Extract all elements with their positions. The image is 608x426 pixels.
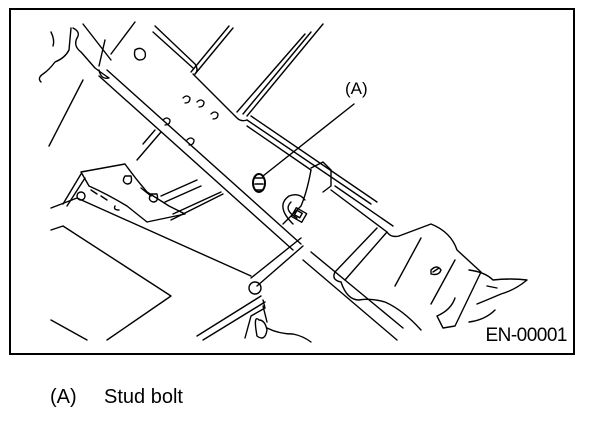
legend-key: (A)	[50, 386, 77, 408]
clamp-tab	[310, 161, 332, 193]
frame-rail-a	[246, 119, 372, 205]
subframe-hole	[76, 191, 86, 201]
frame-rail-c	[246, 125, 312, 171]
lower-panel	[50, 225, 172, 341]
subframe-slots	[160, 179, 224, 221]
crossmember-upper-b	[152, 31, 194, 69]
bracket-hole-right	[430, 266, 442, 276]
figure-id-label: EN-00001	[485, 325, 567, 346]
subframe-plate	[80, 163, 186, 223]
bracket-body-a	[330, 189, 400, 238]
bracket-edge-c	[110, 21, 136, 55]
bracket-edge-b	[98, 39, 106, 67]
lower-panel-line	[50, 319, 88, 341]
engine-mount-illustration	[38, 21, 528, 343]
bracket-body-b	[334, 185, 394, 227]
subframe-marks	[90, 175, 159, 211]
bracket-base-curve	[340, 281, 422, 331]
bracket-plate	[398, 223, 482, 329]
callout-label-a: (A)	[345, 79, 368, 98]
bracket-plate-inner	[394, 237, 456, 305]
long-member-b	[242, 31, 312, 115]
crossmember-lower-edge	[192, 73, 248, 122]
crossmember-upper-c	[190, 25, 230, 73]
bracket-base	[302, 251, 404, 341]
bracket-arm-top-left	[72, 27, 110, 80]
bracket-body-c	[333, 227, 378, 283]
crossmember-upper-d	[194, 27, 234, 75]
lower-knob	[254, 318, 268, 339]
legend-label: Stud bolt	[104, 386, 183, 408]
lower-handle	[244, 299, 268, 339]
callout-leader-a	[262, 103, 355, 177]
illustration-frame: (A) EN-00001	[9, 8, 575, 355]
hand-outline-top-left	[38, 27, 72, 83]
clamp-slot-inner	[293, 209, 303, 219]
clamp-strap	[282, 169, 312, 225]
left-curve-line	[48, 79, 84, 147]
lower-rod	[250, 237, 304, 287]
lower-hand	[266, 327, 312, 343]
lower-bar	[196, 295, 266, 341]
bracket-edge-a	[82, 23, 112, 61]
mount-hole-top	[133, 47, 147, 61]
frame-rail-b	[250, 115, 378, 203]
clamp-loop	[282, 193, 306, 225]
hand-outline-right	[468, 269, 528, 323]
clamp-slot	[290, 206, 308, 224]
bracket-body-d	[344, 231, 388, 281]
mount-holes	[162, 95, 219, 146]
rod-joint	[248, 281, 262, 295]
long-member-a	[236, 33, 306, 113]
long-member-c	[246, 23, 324, 117]
long-rod-lower	[98, 75, 294, 251]
subframe-upper	[136, 129, 162, 161]
subframe-edge-left	[62, 173, 86, 207]
long-rod-upper	[106, 69, 302, 245]
legend-item: (A) Stud bolt	[50, 386, 183, 409]
stud-bolt-icon	[252, 173, 266, 193]
